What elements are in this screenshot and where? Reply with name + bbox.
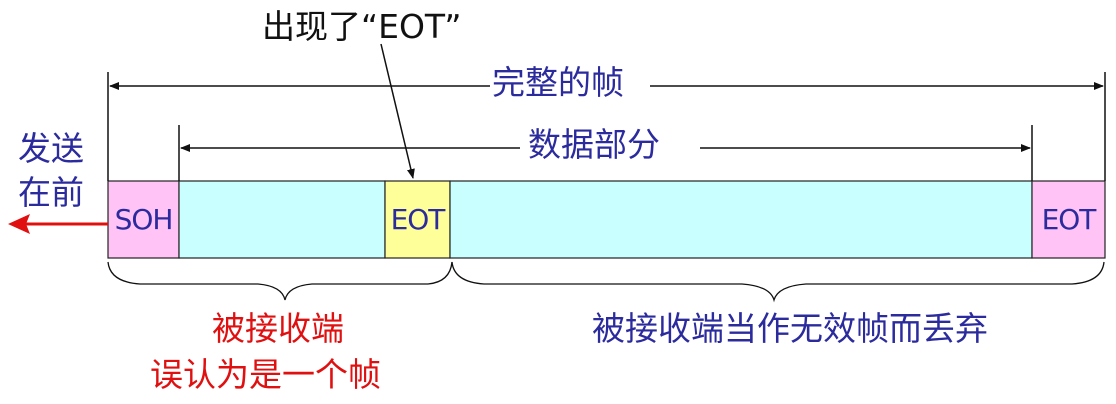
soh-field [107, 180, 180, 259]
send-direction-label-line1: 发送 [18, 129, 84, 168]
eot-end-label: EOT [1041, 203, 1097, 236]
receiver-misread-line1: 被接收端 [212, 309, 344, 348]
eot-pointer-arrow [380, 43, 415, 179]
data-segment-left [178, 180, 386, 259]
brace-right [451, 261, 1105, 303]
complete-frame-label: 完整的帧 [492, 63, 624, 102]
soh-label: SOH [114, 203, 174, 236]
data-part-label: 数据部分 [528, 125, 660, 164]
receiver-misread-line2: 误认为是一个帧 [150, 355, 381, 394]
brace-left [107, 261, 453, 301]
send-direction-arrowhead [8, 214, 30, 234]
eot-early-label: EOT [390, 203, 446, 236]
discarded-label: 被接收端当作无效帧而丢弃 [592, 309, 988, 348]
eot-early-field [384, 180, 451, 259]
data-segment-right [449, 180, 1033, 259]
eot-end-field [1031, 180, 1106, 259]
eot-appears-annotation: 出现了“EOT” [262, 7, 462, 46]
send-direction-label-line2: 在前 [18, 173, 84, 212]
